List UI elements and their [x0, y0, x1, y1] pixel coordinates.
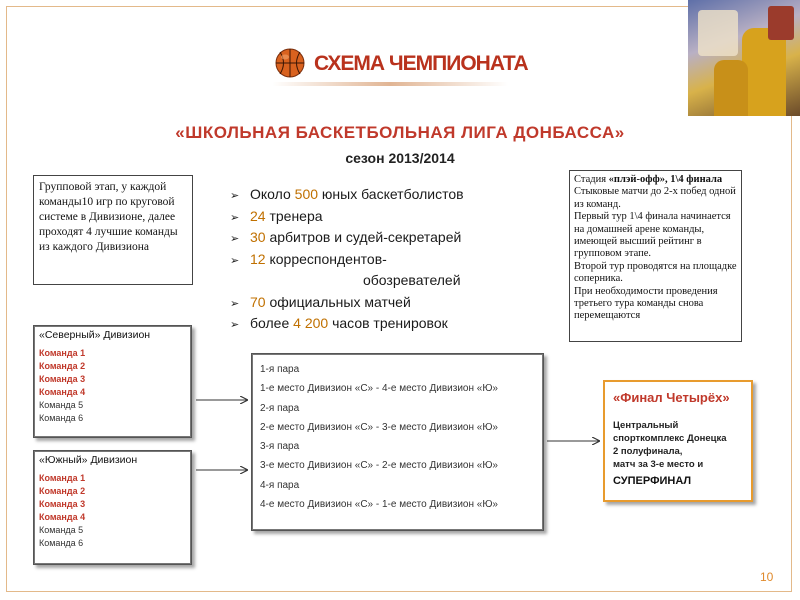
final-four-title: «Финал Четырёх»	[613, 390, 743, 405]
team-item: Команда 3	[39, 373, 186, 386]
final-four-line: матч за 3-е место и	[613, 458, 743, 471]
stat-number: 30	[250, 229, 266, 245]
final-four-line: спорткомплекс Донецка	[613, 432, 743, 445]
playoff-paragraph: Первый тур 1\4 финала начинается на дома…	[574, 211, 737, 261]
stat-item: ➢12 корреспондентов-	[230, 249, 464, 271]
stat-text: корреспондентов-	[266, 251, 387, 267]
stat-number: 4 200	[293, 315, 328, 331]
superfinal-label: СУПЕРФИНАЛ	[613, 475, 743, 487]
division-title: «Южный» Дивизион	[39, 454, 186, 468]
pair-title: 4-я пара	[260, 476, 535, 495]
page-number: 10	[760, 570, 773, 584]
pair-matchup: 3-е место Дивизион «С» - 2-е место Дивиз…	[260, 456, 535, 475]
title-underline	[272, 82, 508, 86]
playoff-paragraph: При необходимости проведения третьего ту…	[574, 286, 737, 323]
arrow-bullet-icon: ➢	[230, 294, 250, 316]
final-four-line: 2 полуфинала,	[613, 445, 743, 458]
stat-text: официальных матчей	[266, 294, 411, 310]
stats-list: ➢Около 500 юных баскетболистов ➢24 трене…	[230, 184, 464, 335]
stat-item: ➢30 арбитров и судей-секретарей	[230, 227, 464, 249]
stat-number: 70	[250, 294, 266, 310]
pair-title: 3-я пара	[260, 437, 535, 456]
team-item: Команда 1	[39, 472, 186, 485]
stat-continuation: обозревателей	[230, 270, 464, 292]
pair-title: 1-я пара	[260, 360, 535, 379]
stat-text: часов тренировок	[328, 315, 448, 331]
stat-item: ➢24 тренера	[230, 206, 464, 228]
team-item: Команда 4	[39, 511, 186, 524]
stat-item: ➢70 официальных матчей	[230, 292, 464, 314]
stat-number: 500	[295, 186, 318, 202]
team-item: Команда 2	[39, 360, 186, 373]
arrow-bullet-icon: ➢	[230, 208, 250, 230]
group-stage-text: Групповой этап, у каждой команды10 игр п…	[39, 181, 178, 253]
playoff-title: Стадия «плэй-офф», 1\4 финала	[574, 174, 737, 186]
pair-title: 2-я пара	[260, 399, 535, 418]
playoff-paragraph: Второй тур проводятся на площадке соперн…	[574, 261, 737, 286]
arrow-bullet-icon: ➢	[230, 315, 250, 337]
pair-matchup: 2-е место Дивизион «С» - 3-е место Дивиз…	[260, 418, 535, 437]
stat-prefix: Около	[250, 186, 295, 202]
team-item: Команда 3	[39, 498, 186, 511]
stat-item: ➢более 4 200 часов тренировок	[230, 313, 464, 335]
final-four-box: «Финал Четырёх» Центральный спорткомплек…	[603, 380, 753, 502]
quarterfinal-pairs-box: 1-я пара 1-е место Дивизион «С» - 4-е ме…	[251, 353, 544, 531]
playoff-paragraph: Стыковые матчи до 2-х побед одной из ком…	[574, 186, 737, 211]
pair-matchup: 1-е место Дивизион «С» - 4-е место Дивиз…	[260, 379, 535, 398]
league-title: «ШКОЛЬНАЯ БАСКЕТБОЛЬНАЯ ЛИГА ДОНБАССА»	[0, 123, 800, 143]
team-item: Команда 1	[39, 347, 186, 360]
season-label: сезон 2013/2014	[0, 150, 800, 166]
stat-text: тренера	[266, 208, 323, 224]
stat-prefix: более	[250, 315, 293, 331]
header-photo	[688, 0, 800, 116]
division-south-box: «Южный» Дивизион Команда 1 Команда 2 Ком…	[33, 450, 192, 565]
basketball-icon	[275, 48, 305, 78]
team-item: Команда 5	[39, 524, 186, 537]
playoff-box: Стадия «плэй-офф», 1\4 финала Стыковые м…	[569, 170, 742, 342]
division-title: «Северный» Дивизион	[39, 329, 186, 343]
pair-matchup: 4-е место Дивизион «С» - 1-е место Дивиз…	[260, 495, 535, 514]
arrow-bullet-icon: ➢	[230, 186, 250, 208]
group-stage-box: Групповой этап, у каждой команды10 игр п…	[33, 175, 193, 285]
division-north-box: «Северный» Дивизион Команда 1 Команда 2 …	[33, 325, 192, 438]
final-four-line: Центральный	[613, 419, 743, 432]
team-item: Команда 4	[39, 386, 186, 399]
stat-text: юных баскетболистов	[318, 186, 464, 202]
stat-number: 24	[250, 208, 266, 224]
arrow-bullet-icon: ➢	[230, 229, 250, 251]
team-item: Команда 6	[39, 537, 186, 550]
stat-number: 12	[250, 251, 266, 267]
stat-item-continuation: обозревателей	[230, 270, 464, 292]
team-item: Команда 6	[39, 412, 186, 425]
stat-text: арбитров и судей-секретарей	[266, 229, 462, 245]
team-item: Команда 5	[39, 399, 186, 412]
stat-item: ➢Около 500 юных баскетболистов	[230, 184, 464, 206]
arrow-bullet-icon: ➢	[230, 251, 250, 273]
team-item: Команда 2	[39, 485, 186, 498]
section-title: СХЕМА ЧЕМПИОНАТА	[314, 52, 528, 76]
